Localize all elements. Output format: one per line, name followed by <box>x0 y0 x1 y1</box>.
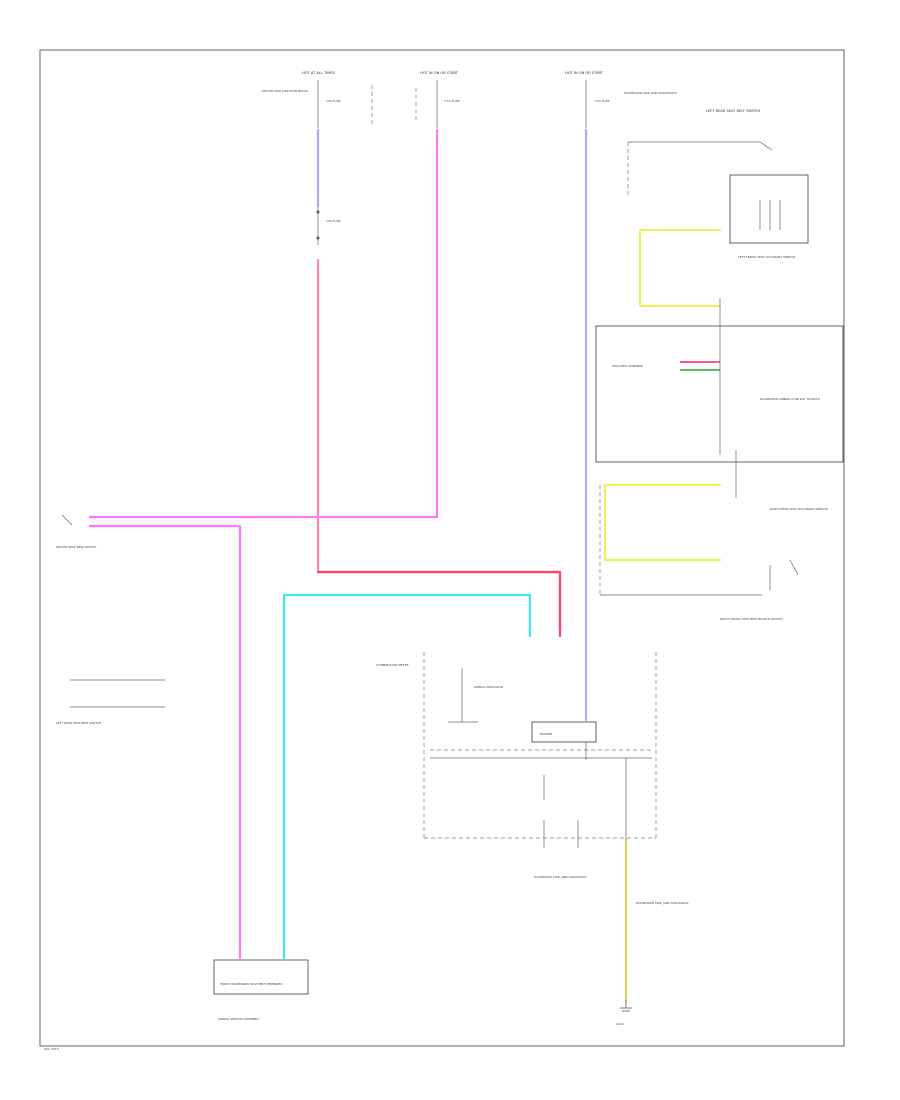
fuse-c-label: 7.5A FUSE <box>594 99 610 103</box>
diagram-frame <box>39 49 845 1047</box>
wire-cyan <box>282 593 532 960</box>
wire-pink-main <box>316 258 562 638</box>
combination-meter: COMBINATION METER BUZZER AIRBAG INDICATO… <box>376 652 657 848</box>
rf-seatbelt-label: RIGHT FRONT SEAT BELT BUCKLE SWITCH <box>720 617 783 621</box>
right-rear-seat-sensor: RIGHT REAR SEAT OCCUPANT SENSOR <box>735 450 828 511</box>
footer-label: W/C 2015 <box>44 1047 59 1051</box>
lr-seatbelt-label-2: LEFT REAR SEAT BELT SWITCH <box>56 721 101 725</box>
lr-seatbelt-label: LEFT REAR SEAT BELT SWITCH <box>706 109 761 113</box>
passenger-airbag-module: SEAT BELT WARNING PASSENGER AIRBAG CONTR… <box>595 298 844 463</box>
fuse-feed-1-label: HOT AT ALL TIMES <box>302 71 336 75</box>
fuse-feed-2: HOT IN ON OR START 7.5A FUSE <box>415 71 460 128</box>
front-passenger-reminder: FRONT PASSENGER SEAT BELT REMINDER AIRBA… <box>213 959 309 1021</box>
ground-symbol-icon: G201 <box>616 1000 632 1026</box>
left-front-seat-sensor: LEFT FRONT SEAT OCCUPANT SENSOR <box>729 174 809 259</box>
airbag-indicator-label: AIRBAG INDICATOR <box>474 685 503 689</box>
wire-red-drop <box>316 570 562 638</box>
fuse-b-label: 7.5A FUSE <box>444 99 460 103</box>
driver-jb-label: DRIVER SIDE JUNCTION BLOCK <box>262 89 309 93</box>
passenger-jb-3-label: PASSENGER SIDE JUNCTION BLOCK <box>636 901 690 905</box>
airbag-sensor-label: AIRBAG SENSOR ASSEMBLY <box>218 1017 259 1021</box>
wire-magenta-down <box>88 524 242 960</box>
fuse-feed-1: HOT AT ALL TIMES DRIVER SIDE JUNCTION BL… <box>262 71 373 128</box>
front-passenger-label: FRONT PASSENGER SEAT BELT REMINDER <box>220 982 282 986</box>
wire-magenta-main <box>88 128 439 519</box>
left-rear-seatbelt-switch: LEFT REAR SEAT BELT SWITCH <box>627 109 773 196</box>
airbag-module-label: PASSENGER AIRBAG CONTROL MODULE <box>760 397 820 401</box>
fuse-feed-3: HOT IN ON OR START 7.5A FUSE PASSENGER S… <box>565 71 678 128</box>
wire-yellow-top <box>638 228 722 308</box>
lr-seat-sensor-label: LEFT FRONT SEAT OCCUPANT SENSOR <box>738 255 795 259</box>
driver-seatbelt-switch: DRIVER SEAT BELT SWITCH <box>56 514 96 549</box>
combination-meter-label: COMBINATION METER <box>376 663 409 667</box>
right-front-seatbelt-switch: RIGHT FRONT SEAT BELT BUCKLE SWITCH <box>599 485 799 621</box>
fuse-feed-3-label: HOT IN ON OR START <box>565 71 604 75</box>
seatbelt-warning-label: SEAT BELT WARNING <box>612 364 644 368</box>
driver-seatbelt-label: DRIVER SEAT BELT SWITCH <box>56 545 96 549</box>
passenger-jb-label: PASSENGER SIDE JUNCTION BLOCK <box>624 91 678 95</box>
inline-fuse-icon: 10A FUSE <box>316 205 341 245</box>
wire-yellow-mid <box>603 483 722 562</box>
ground-label: G201 <box>616 1022 624 1026</box>
rr-seat-sensor-label: RIGHT REAR SEAT OCCUPANT SENSOR <box>770 507 828 511</box>
passenger-jb-bottom: PASSENGER SIDE JUNCTION BLOCK PASSENGER … <box>534 875 690 905</box>
fuse-feed-2-label: HOT IN ON OR START <box>420 71 459 75</box>
fuse-a-label: 10A FUSE <box>326 99 341 103</box>
rear-seatbelt-switch-left: LEFT REAR SEAT BELT SWITCH <box>56 679 165 725</box>
passenger-jb-2-label: PASSENGER SIDE JUNCTION BLOCK <box>534 875 588 879</box>
inline-fuse-label: 10A FUSE <box>326 219 341 223</box>
buzzer-label: BUZZER <box>540 732 552 736</box>
